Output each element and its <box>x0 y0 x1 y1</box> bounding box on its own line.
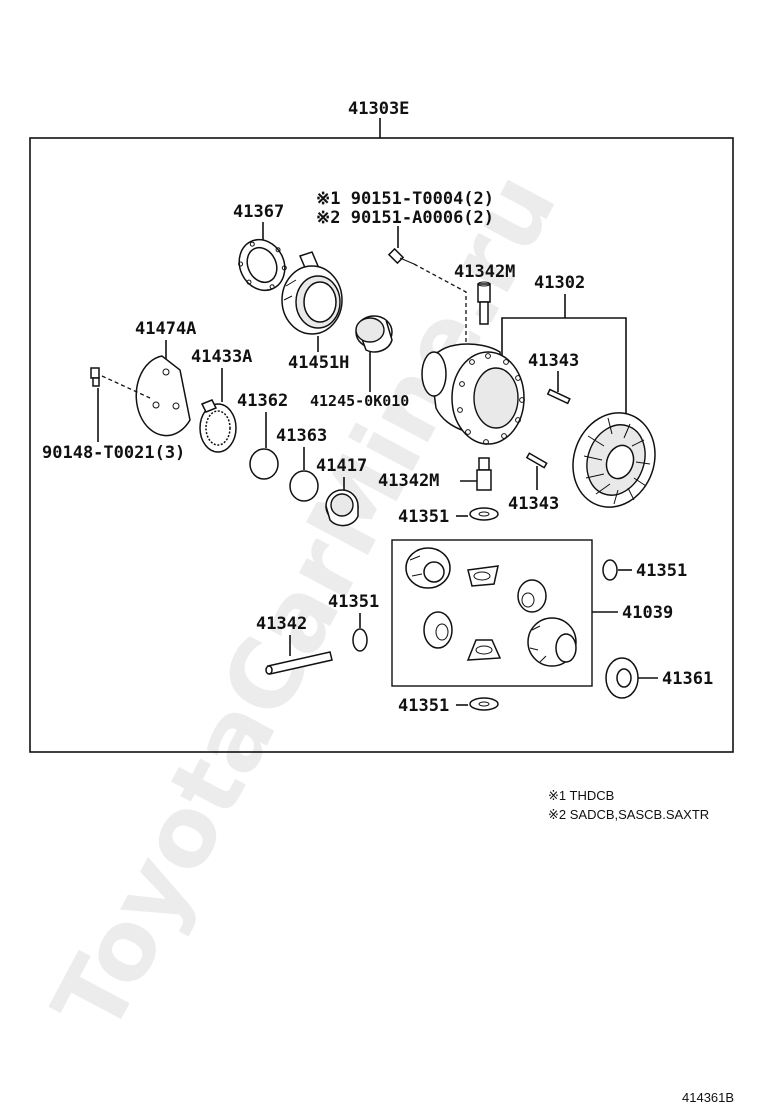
part-90148-bolt[interactable] <box>90 367 100 387</box>
bolt-dash-line <box>413 263 467 352</box>
part-41342-shaft[interactable] <box>265 651 333 675</box>
label-41343-top[interactable]: 41343 <box>528 351 579 371</box>
part-41417-bearing-race[interactable] <box>325 489 359 527</box>
label-41351-a[interactable]: 41351 <box>398 507 449 527</box>
pinion-gear-1 <box>467 565 499 587</box>
part-41363-ring[interactable] <box>289 470 319 502</box>
side-gear-2 <box>527 617 577 667</box>
part-41351-washer-c[interactable] <box>352 628 368 652</box>
label-41351-d[interactable]: 41351 <box>398 696 449 716</box>
part-41351-washer-b[interactable] <box>602 559 618 581</box>
ring-gear[interactable] <box>560 401 668 519</box>
part-41351-washer-a[interactable] <box>469 507 499 521</box>
part-41351-washer-d[interactable] <box>469 697 499 711</box>
bolt-90148-dash <box>101 375 151 399</box>
label-41342M-top[interactable]: 41342M <box>454 262 515 282</box>
part-41361-washer[interactable] <box>605 657 639 699</box>
label-41417[interactable]: 41417 <box>316 456 367 476</box>
leader-41302 <box>501 294 627 418</box>
figure-id: 414361B <box>682 1090 734 1105</box>
label-41351-c[interactable]: 41351 <box>328 592 379 612</box>
bolt-90151-part[interactable] <box>387 247 415 265</box>
label-41342[interactable]: 41342 <box>256 614 307 634</box>
side-gear-1 <box>405 547 451 589</box>
gear-kit-parts[interactable] <box>405 547 577 667</box>
footnote-2: ※2 SADCB,SASCB.SAXTR <box>548 807 709 822</box>
part-41342M-pin-mid[interactable] <box>476 457 492 491</box>
label-41039[interactable]: 41039 <box>622 603 673 623</box>
part-41362-ring[interactable] <box>249 448 279 480</box>
label-41474A[interactable]: 41474A <box>135 319 196 339</box>
label-41367[interactable]: 41367 <box>233 202 284 222</box>
label-41451H[interactable]: 41451H <box>288 353 349 373</box>
assembly-label[interactable]: 41303E <box>348 99 409 119</box>
part-41343-pin-top[interactable] <box>546 388 571 405</box>
part-41343-pin-mid[interactable] <box>525 452 548 469</box>
pinion-washer-1 <box>517 579 547 613</box>
part-41342M-pin-top[interactable] <box>477 281 491 325</box>
label-90148[interactable]: 90148-T0021(3) <box>42 443 185 463</box>
part-41367-gasket[interactable] <box>231 232 294 298</box>
label-41245[interactable]: 41245-0K010 <box>310 392 409 410</box>
label-41302[interactable]: 41302 <box>534 273 585 293</box>
part-41245-bearing[interactable] <box>355 315 393 353</box>
part-41433A-tone-ring[interactable] <box>199 399 237 453</box>
pinion-gear-2 <box>466 639 502 661</box>
label-41342M-mid[interactable]: 41342M <box>378 471 439 491</box>
label-41362[interactable]: 41362 <box>237 391 288 411</box>
footnote-1: ※1 THDCB <box>548 788 614 803</box>
label-41433A[interactable]: 41433A <box>191 347 252 367</box>
bolt-note-1: ※1 90151-T0004(2) <box>316 189 494 209</box>
label-41343-mid[interactable]: 41343 <box>508 494 559 514</box>
label-41363[interactable]: 41363 <box>276 426 327 446</box>
part-41302-case[interactable] <box>421 343 525 445</box>
bolt-note-2: ※2 90151-A0006(2) <box>316 208 494 228</box>
gear-kit-frame <box>391 539 593 687</box>
assembly-frame <box>29 137 734 753</box>
pinion-washer-2 <box>423 611 453 649</box>
label-41361[interactable]: 41361 <box>662 669 713 689</box>
label-41351-b[interactable]: 41351 <box>636 561 687 581</box>
part-41474A-plate[interactable] <box>135 355 191 437</box>
part-41451H-retainer[interactable] <box>281 251 343 335</box>
